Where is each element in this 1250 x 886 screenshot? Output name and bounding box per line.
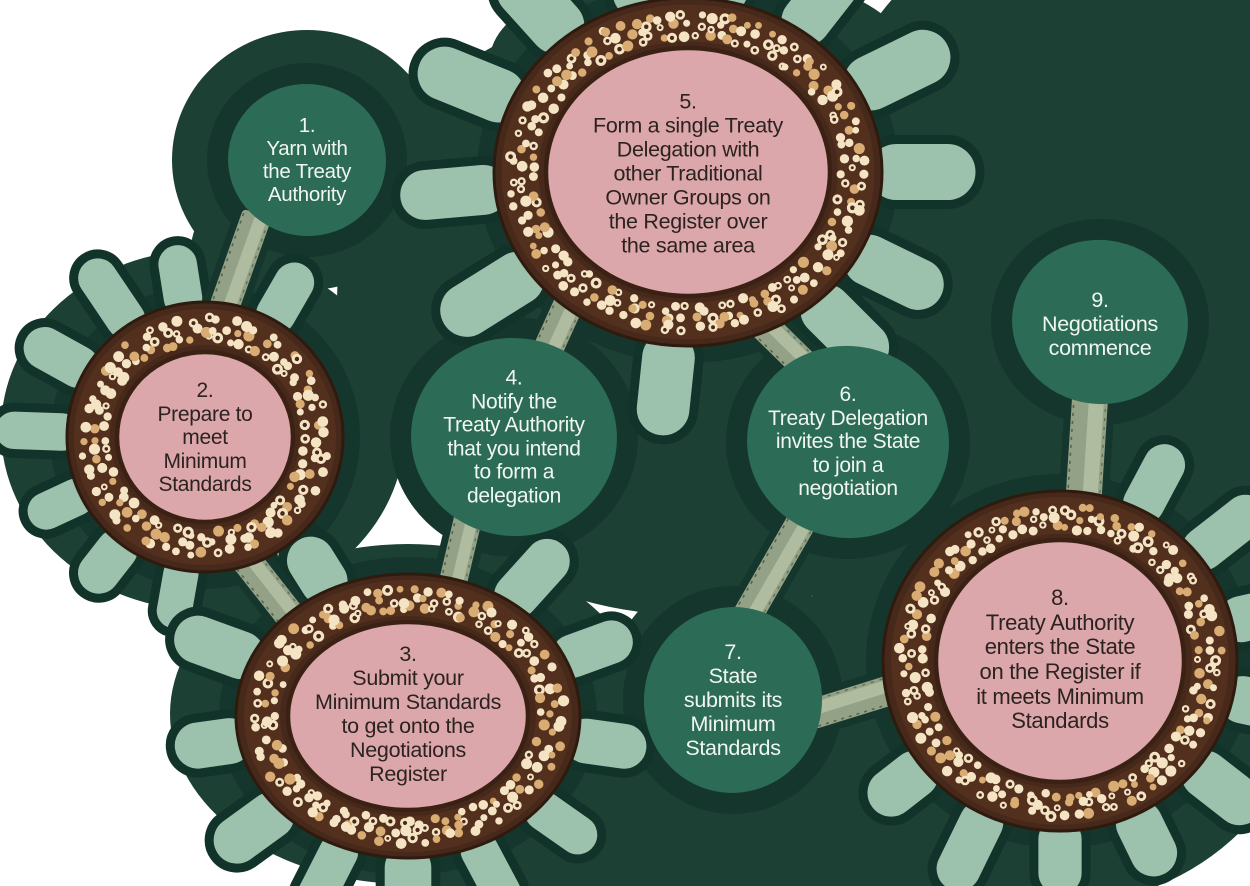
stem-connector-8 bbox=[1057, 379, 1116, 527]
dot-ring bbox=[505, 10, 870, 336]
dot-ring bbox=[250, 584, 570, 849]
dot-ring bbox=[78, 312, 331, 559]
flower-node-step-2 bbox=[65, 300, 345, 574]
teal-circle-node-step-9 bbox=[1012, 239, 1188, 405]
flower-node-step-3 bbox=[234, 572, 582, 860]
teal-circle-node-step-4 bbox=[411, 337, 617, 537]
teal-circle-node-step-6 bbox=[747, 345, 949, 539]
flower-nodes bbox=[65, 0, 1239, 860]
flower-node-step-5 bbox=[492, 0, 884, 348]
dot-ring bbox=[894, 503, 1226, 822]
stem-connector-6 bbox=[727, 508, 821, 631]
stem-connector-1 bbox=[199, 203, 279, 328]
teal-circle-node-step-1 bbox=[228, 83, 386, 237]
teal-circle-nodes bbox=[228, 83, 1188, 793]
flower-node-step-8 bbox=[881, 489, 1239, 833]
teal-circle-node-step-7 bbox=[643, 607, 823, 793]
